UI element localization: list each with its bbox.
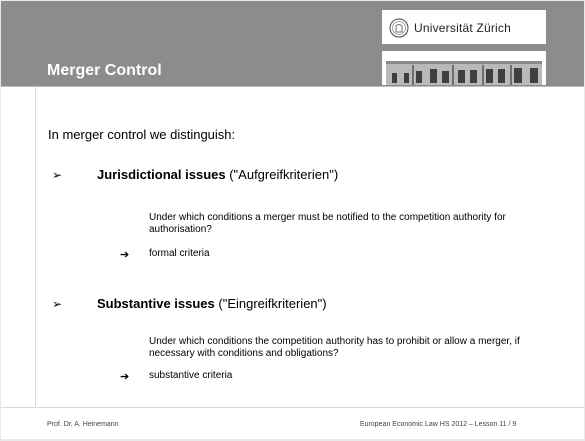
jurisdictional-issues-term: ("Aufgreifkriterien") (225, 167, 339, 182)
substantive-criteria: substantive criteria (149, 370, 233, 381)
slide-title: Merger Control (47, 62, 162, 79)
university-logo: Universität Zürich (389, 17, 511, 39)
substantive-issues-label: Substantive issues (97, 296, 215, 311)
header-divider (1, 86, 584, 87)
university-name: Universität Zürich (414, 21, 511, 35)
substantive-issues-term: ("Eingreifkriterien") (214, 296, 327, 311)
slide-footer: Prof. Dr. A. Heinemann European Economic… (1, 407, 584, 439)
jurisdictional-issues-heading: Jurisdictional issues ("Aufgreifkriterie… (97, 167, 338, 182)
arrow-right-icon: ➔ (120, 249, 130, 261)
logo-background (382, 10, 546, 44)
footer-author: Prof. Dr. A. Heinemann (47, 421, 119, 428)
arrow-right-icon: ➔ (120, 371, 130, 383)
university-building-icon (382, 51, 546, 85)
intro-text: In merger control we distinguish: (48, 127, 236, 142)
jurisdictional-question: Under which conditions a merger must be … (149, 212, 506, 235)
left-margin-line (35, 87, 36, 406)
jurisdictional-issues-label: Jurisdictional issues (97, 167, 226, 182)
formal-criteria: formal criteria (149, 248, 210, 259)
footer-divider (1, 407, 584, 408)
substantive-question: Under which conditions the competition a… (149, 336, 520, 359)
university-seal-icon (389, 18, 409, 38)
bullet-icon: ➢ (52, 297, 63, 311)
substantive-issues-heading: Substantive issues ("Eingreifkriterien") (97, 296, 327, 311)
bullet-icon: ➢ (52, 168, 63, 182)
footer-course: European Economic Law HS 2012 – Lesson 1… (360, 421, 517, 428)
